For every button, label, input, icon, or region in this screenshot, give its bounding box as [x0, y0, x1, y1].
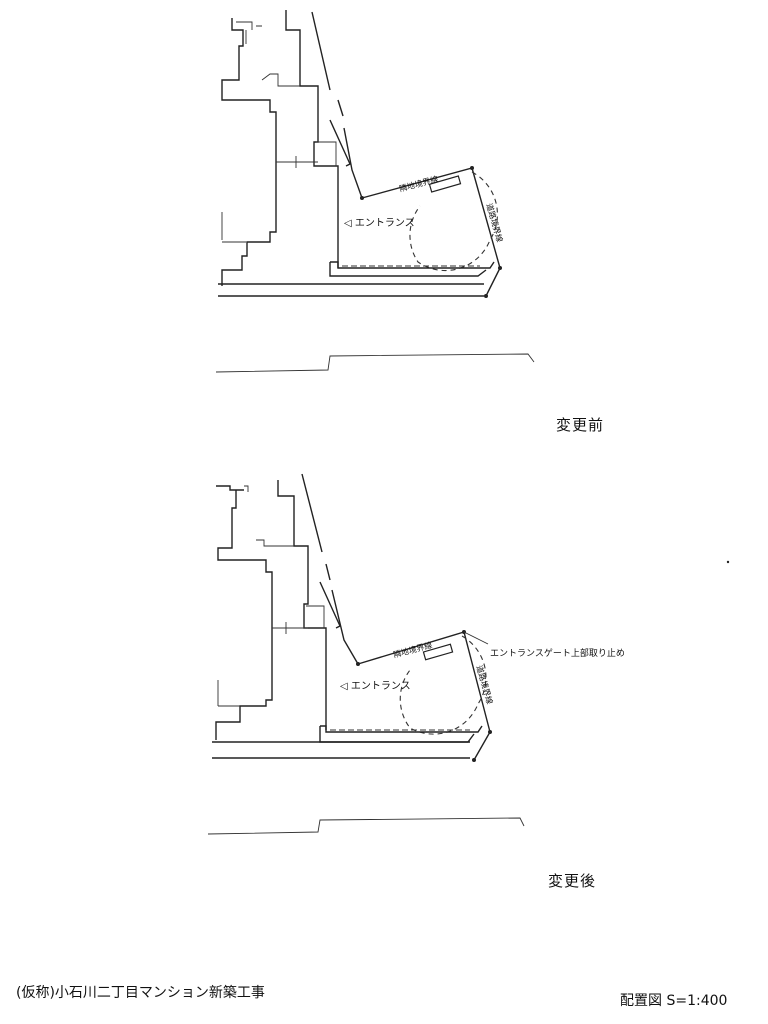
building-outline-after: [215, 480, 327, 740]
entrance-label-before: ◁ エントランス: [344, 218, 415, 229]
entrance-label-after: ◁ エントランス: [340, 681, 411, 692]
street-edge-before: [311, 11, 363, 199]
drawing-title-scale: 配置図 S=1:400: [620, 993, 728, 1009]
street-edge-after: [301, 473, 359, 665]
note-leader-after: [463, 631, 489, 645]
caption-after: 変更後: [548, 872, 597, 890]
site-walls-before: [329, 261, 495, 277]
road-lines-after: [207, 741, 525, 835]
site-walls-after: [319, 725, 483, 743]
dashed-circle-before: [409, 171, 498, 272]
gate-marker-before: [428, 175, 462, 193]
project-title: (仮称)小石川二丁目マンション新築工事: [16, 985, 265, 1001]
caption-before: 変更前: [556, 416, 605, 434]
gate-removal-note: エントランスゲート上部取り止め: [490, 649, 625, 659]
gate-marker-after: [422, 643, 454, 661]
building-outline-before: [221, 10, 339, 286]
boundary-lines-before: [360, 166, 502, 298]
dashed-circle-after: [399, 635, 487, 735]
road-lines-before: [215, 283, 535, 373]
